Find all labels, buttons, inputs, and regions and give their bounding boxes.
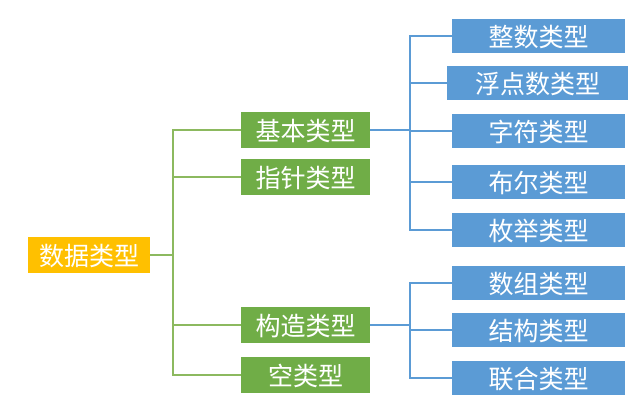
connector-branch-trunk (172, 129, 174, 376)
node-enum-type: 枚举类型 (452, 213, 625, 247)
node-constructed-type: 构造类型 (241, 307, 370, 343)
connector-to-union-type (409, 377, 452, 379)
node-root-data-type: 数据类型 (28, 237, 150, 273)
node-integer-type: 整数类型 (452, 19, 625, 53)
connector-to-bool-type (409, 181, 452, 183)
connector-basic-stub (370, 129, 410, 131)
node-struct-type: 结构类型 (452, 313, 625, 347)
connector-to-pointer-type (172, 176, 241, 178)
node-float-type: 浮点数类型 (447, 66, 628, 100)
node-void-type: 空类型 (241, 357, 370, 393)
connector-to-array-type (409, 282, 452, 284)
connector-constructed-stub (370, 324, 410, 326)
connector-to-void-type (172, 374, 241, 376)
node-basic-type: 基本类型 (241, 112, 370, 148)
node-bool-type: 布尔类型 (452, 165, 625, 199)
node-pointer-type: 指针类型 (241, 159, 370, 195)
connector-basic-trunk (409, 35, 411, 231)
node-array-type: 数组类型 (452, 266, 625, 300)
node-char-type: 字符类型 (452, 114, 625, 148)
connector-to-basic-type (172, 129, 241, 131)
connector-to-integer-type (409, 35, 452, 37)
connector-to-enum-type (409, 229, 452, 231)
connector-to-struct-type (409, 329, 452, 331)
connector-root-stub (150, 254, 174, 256)
connector-to-float-type (409, 82, 447, 84)
connector-to-char-type (409, 130, 452, 132)
connector-to-constructed-type (172, 324, 241, 326)
node-union-type: 联合类型 (452, 361, 625, 395)
